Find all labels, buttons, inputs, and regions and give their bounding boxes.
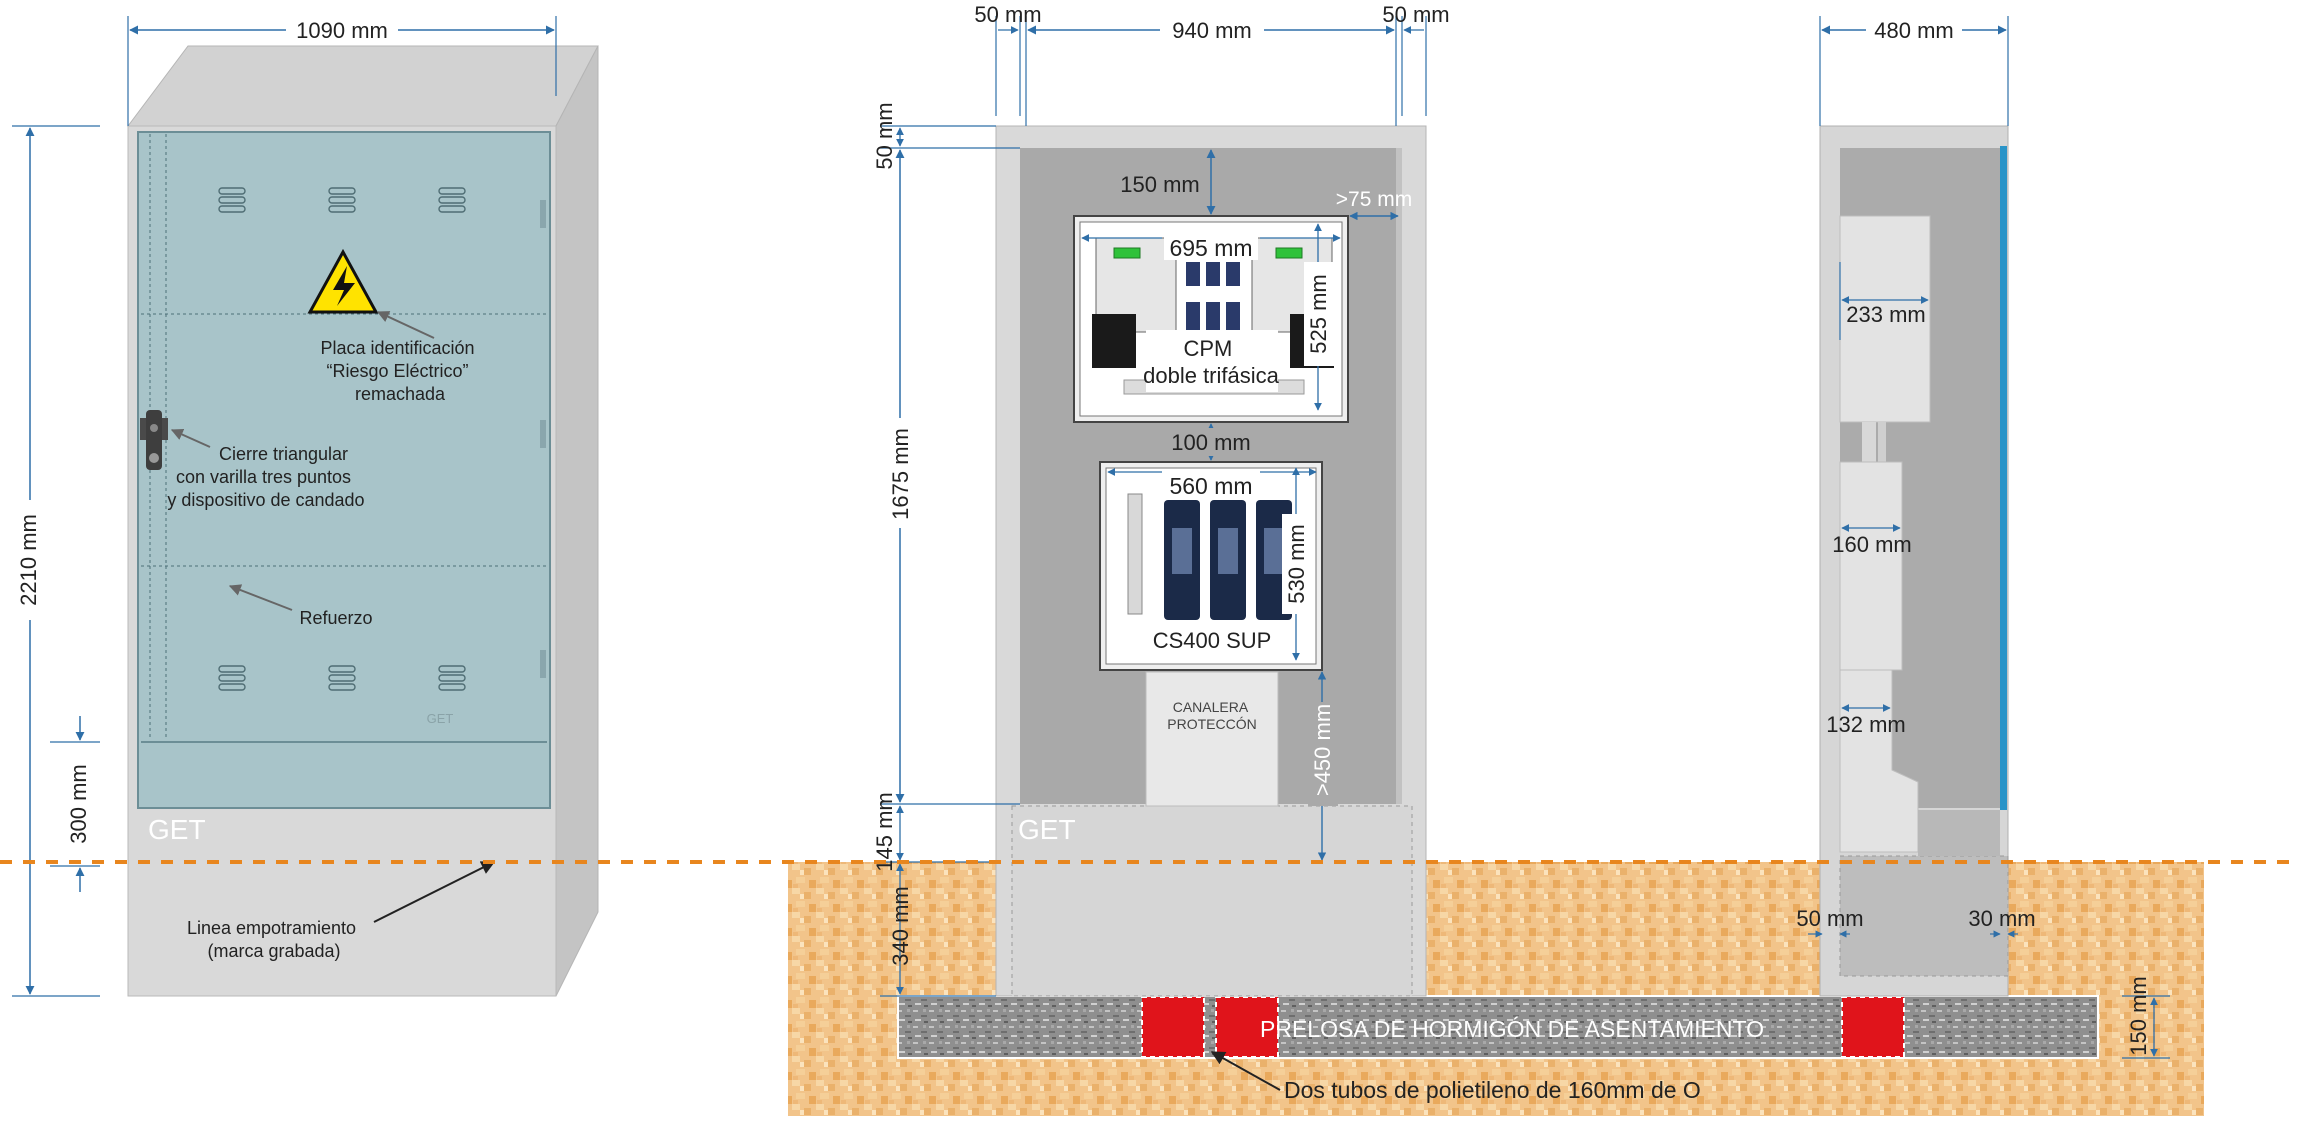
annot-lock-line-2: con varilla tres puntos: [176, 467, 351, 487]
side-depth-dim: 480 mm: [1874, 18, 1953, 43]
annot-line-line-2: (marca grabada): [207, 941, 340, 961]
right-margin-dim: 50 mm: [1382, 2, 1449, 27]
cs-width-dim: 560 mm: [1169, 473, 1252, 499]
annot-line-line-1: Linea empotramiento: [187, 918, 356, 938]
annot-plate-line-1: Placa identificación: [320, 338, 474, 358]
vent-grille: [438, 187, 466, 213]
side-cs-depth: [1839, 461, 1903, 671]
vent-grille: [328, 665, 356, 691]
annot-plate: Placa identificación “Riesgo Eléctrico” …: [320, 338, 479, 404]
conduit-label-line-1: CANALERA: [1173, 699, 1249, 715]
slab-thickness-dim: 150 mm: [2126, 976, 2151, 1055]
annot-lock: Cierre triangular con varilla tres punto…: [167, 444, 364, 510]
conduit-label: CANALERA PROTECCÓN: [1167, 699, 1256, 732]
cpm-title-line-1: CPM: [1183, 336, 1232, 361]
annot-lock-line-3: y dispositivo de candado: [167, 490, 364, 510]
side-d3-dim: 132 mm: [1826, 712, 1905, 737]
side-d2-dim: 160 mm: [1832, 532, 1911, 557]
annot-reinforce: Refuerzo: [299, 608, 372, 628]
side-gap-dim: >75 mm: [1336, 188, 1412, 211]
side-d1-dim: 233 mm: [1846, 302, 1925, 327]
annot-line: Linea empotramiento (marca grabada): [187, 918, 361, 961]
slab-label: PRELOSA DE HORMIGÓN DE ASENTAMIENTO: [1260, 1016, 1764, 1042]
vent-grille: [218, 187, 246, 213]
vent-grille: [438, 665, 466, 691]
front-width-dim: 1090 mm: [296, 18, 388, 43]
triangular-lock-icon: [140, 410, 168, 470]
conduit-label-line-2: PROTECCÓN: [1167, 716, 1256, 732]
inner-height-dim: 1675 mm: [888, 428, 913, 520]
front-brand: GET: [148, 814, 206, 845]
side-bottom-left-dim: 50 mm: [1796, 906, 1863, 931]
left-margin-dim: 50 mm: [974, 2, 1041, 27]
plinth-dim: 145 mm: [872, 792, 897, 871]
tube-1: [1141, 996, 1205, 1058]
front-cabinet-side: [555, 45, 599, 997]
cpm-width-dim: 695 mm: [1169, 235, 1252, 261]
ventilation-grilles: [218, 187, 466, 691]
vent-grille: [218, 665, 246, 691]
side-bottom-right-dim: 30 mm: [1968, 906, 2035, 931]
door-brand: GET: [427, 711, 454, 726]
vent-grille: [328, 187, 356, 213]
bottom-gap-dim: >450 mm: [1310, 704, 1335, 796]
front-base-dim: 300 mm: [66, 764, 91, 843]
tubes-note: Dos tubos de polietileno de 160mm de O: [1284, 1077, 1701, 1103]
protection-conduit: [1145, 671, 1279, 807]
inner-width-dim: 940 mm: [1172, 18, 1251, 43]
cpm-title: CPM doble trifásica: [1143, 336, 1280, 388]
cpm-height-dim: 525 mm: [1306, 274, 1331, 353]
front-height-dim: 2210 mm: [16, 514, 41, 606]
front-door: [137, 131, 551, 809]
cpm-title-line-2: doble trifásica: [1143, 363, 1280, 388]
tube-3: [1841, 996, 1905, 1058]
cs-height-dim: 530 mm: [1284, 524, 1309, 603]
cs-title: CS400 SUP: [1153, 628, 1272, 653]
top-margin-dim: 50 mm: [872, 102, 897, 169]
gap-between-dim: 100 mm: [1171, 430, 1250, 455]
annot-plate-line-2: “Riesgo Eléctrico”: [326, 361, 468, 381]
high-voltage-warning-icon: [307, 248, 379, 314]
annot-plate-line-3: remachada: [355, 384, 446, 404]
annot-lock-line-1: Cierre triangular: [219, 444, 348, 464]
side-door-edge: [2000, 146, 2007, 810]
side-conduit-profile: [1839, 669, 1919, 853]
embed-dim: 340 mm: [888, 886, 913, 965]
middle-brand: GET: [1018, 814, 1076, 845]
front-cabinet-top: [127, 45, 599, 127]
tube-2: [1215, 996, 1279, 1058]
top-gap-dim: 150 mm: [1120, 172, 1199, 197]
